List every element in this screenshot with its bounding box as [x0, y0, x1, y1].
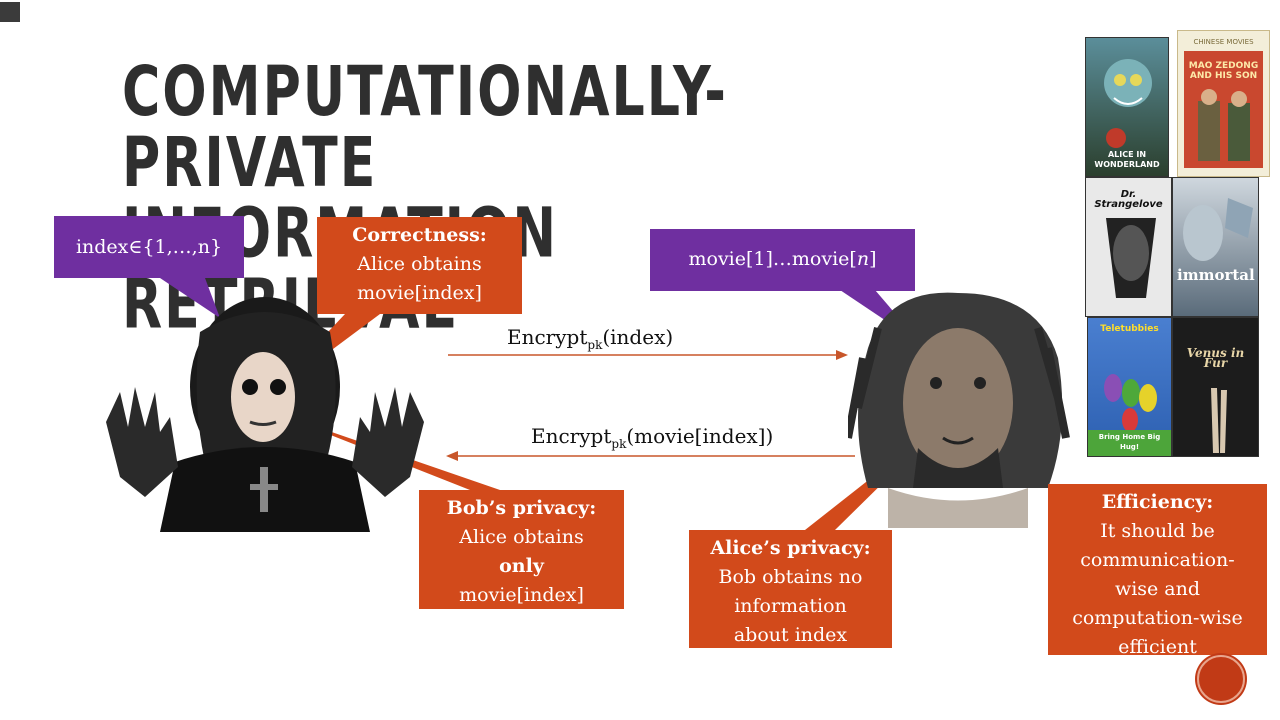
poster-venus-in-fur: Venus in Fur	[1172, 317, 1259, 457]
correctness-line-2: movie[index]	[357, 282, 482, 304]
efficiency-callout: Efficiency: It should be communication- …	[1048, 484, 1267, 658]
response-arrow	[446, 451, 855, 461]
bob-input-n: n	[856, 248, 870, 270]
poster-strangelove: Dr. Strangelove	[1085, 177, 1172, 317]
poster-teletubbies: Teletubbies Bring Home Big Hug!	[1087, 317, 1172, 457]
bob-privacy-callout: Bob’s privacy: Alice obtains only movie[…	[419, 490, 624, 609]
poster-mao-title: MAO ZEDONG AND HIS SON	[1188, 61, 1259, 81]
poster-chinese-movies-label: CHINESE MOVIES	[1193, 38, 1254, 46]
alice-privacy-heading: Alice’s privacy:	[710, 537, 871, 559]
bob-privacy-line-1: Alice obtains	[459, 526, 584, 548]
alice-privacy-callout: Alice’s privacy: Bob obtains no informat…	[689, 530, 892, 648]
title-line-1: Computationally-private	[122, 51, 728, 203]
alice-privacy-line-1: Bob obtains no	[718, 566, 863, 588]
bob-privacy-line-3: movie[index]	[459, 584, 584, 606]
response-encrypt: Encrypt	[531, 424, 612, 448]
correctness-heading: Correctness:	[352, 224, 487, 246]
alice-photo	[106, 297, 424, 532]
alice-privacy-line-3: about index	[733, 624, 848, 646]
bob-photo	[848, 292, 1070, 528]
correctness-line-1: Alice obtains	[357, 253, 482, 275]
poster-mao-zedong: CHINESE MOVIES MAO ZEDONG AND HIS SON	[1177, 30, 1270, 177]
request-arg: (index)	[602, 325, 674, 349]
bob-privacy-only: only	[499, 555, 544, 577]
response-arg: (movie[index])	[626, 424, 774, 448]
poster-immortal: immortal	[1172, 177, 1259, 317]
efficiency-line-5: efficient	[1118, 636, 1197, 658]
poster-immortal-title: immortal	[1177, 266, 1255, 284]
efficiency-line-1: It should be	[1100, 520, 1215, 542]
poster-teletubbies-title: Teletubbies	[1100, 324, 1159, 334]
correctness-callout: Correctness: Alice obtains movie[index]	[317, 217, 522, 314]
alice-privacy-line-2: information	[734, 595, 847, 617]
efficiency-line-3: wise and	[1114, 578, 1201, 600]
request-pk: pk	[587, 338, 603, 352]
request-encrypt: Encrypt	[507, 325, 588, 349]
request-message-label: Encryptpk(index)	[507, 325, 673, 352]
bob-input-suffix: ]	[869, 248, 877, 270]
efficiency-line-2: communication-	[1080, 549, 1235, 571]
efficiency-line-4: computation-wise	[1072, 607, 1243, 629]
request-arrow	[448, 350, 848, 360]
poster-alice-title: ALICE IN WONDERLAND	[1094, 150, 1160, 169]
slide-nav-button[interactable]	[1197, 655, 1245, 703]
poster-strangelove-title: Dr. Strangelove	[1094, 189, 1163, 210]
response-pk: pk	[611, 437, 627, 451]
alice-input-tail	[160, 278, 220, 318]
poster-alice-wonderland: ALICE IN WONDERLAND	[1085, 37, 1169, 177]
alice-input-callout: index∈{1,…,n}	[54, 216, 244, 278]
poster-venus-title: Venus in Fur	[1186, 346, 1245, 370]
response-message-label: Encryptpk(movie[index])	[531, 424, 773, 451]
efficiency-heading: Efficiency:	[1101, 491, 1214, 513]
alice-input-text: index∈{1,…,n}	[75, 236, 223, 258]
slide-corner-mark	[0, 2, 20, 22]
bob-input-prefix: movie[1]…movie[	[688, 248, 857, 270]
poster-teletubbies-tagline: Bring Home Big Hug!	[1098, 433, 1161, 451]
bob-privacy-heading: Bob’s privacy:	[446, 497, 597, 519]
bob-input-callout: movie[1]…movie[n]	[650, 229, 915, 291]
